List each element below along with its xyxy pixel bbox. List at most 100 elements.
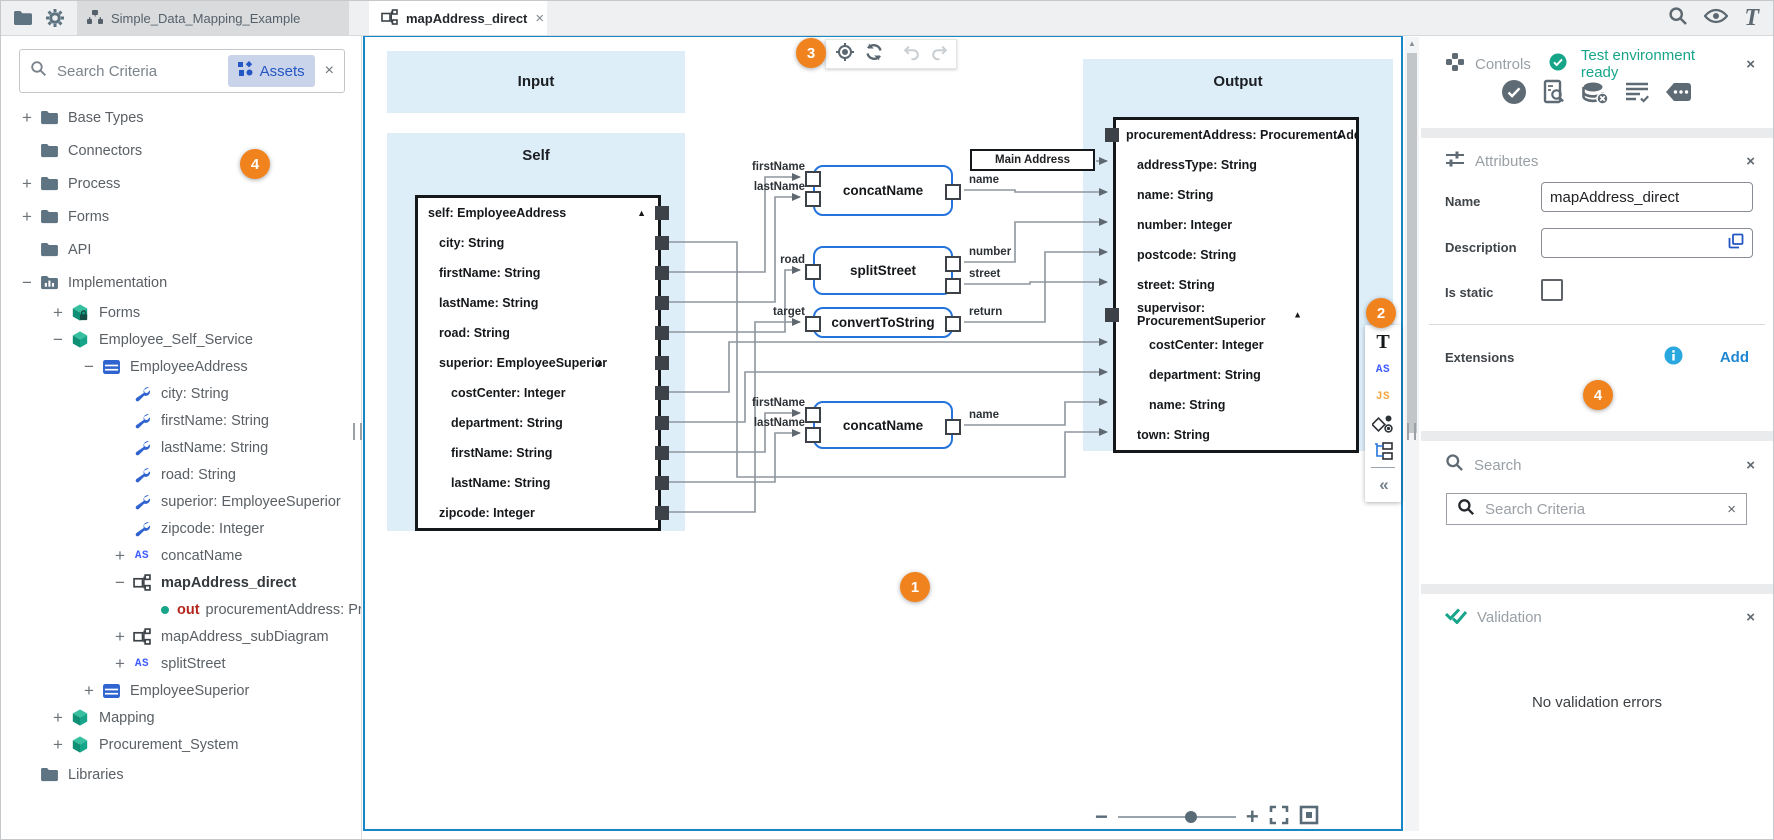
tree-item[interactable]: road: String [1, 461, 361, 488]
undo-icon[interactable] [902, 43, 921, 66]
main-address-constant[interactable]: Main Address [970, 149, 1095, 171]
refresh-icon[interactable] [864, 42, 884, 67]
brand-logo-icon[interactable]: T [1744, 5, 1759, 31]
description-input[interactable] [1541, 228, 1753, 258]
plus-expander-icon[interactable]: + [22, 173, 32, 193]
output-port[interactable] [945, 316, 961, 332]
clear-data-icon[interactable] [1581, 79, 1609, 110]
run-check-icon[interactable] [1501, 79, 1527, 110]
add-extension-button[interactable]: Add [1719, 349, 1749, 366]
output-field-row[interactable]: name: String [1116, 390, 1356, 420]
scrollbar-thumb[interactable] [1407, 53, 1417, 433]
sidebar-resize-grip[interactable] [353, 423, 362, 440]
self-field-row[interactable]: road: String [418, 318, 669, 348]
close-attributes-icon[interactable]: × [1746, 153, 1755, 170]
self-field-row[interactable]: zipcode: Integer [418, 498, 669, 528]
transform-node-convertToString[interactable]: convertToString [805, 307, 961, 338]
output-field-row[interactable]: name: String [1116, 180, 1356, 210]
transform-node-splitStreet[interactable]: splitStreet [805, 246, 961, 295]
tree-item[interactable]: +Base Types [1, 101, 361, 134]
connection-port[interactable] [655, 416, 669, 430]
subdiagram-tool[interactable] [1365, 437, 1401, 464]
collapse-palette-icon[interactable]: « [1379, 474, 1389, 494]
canvas-scrollbar[interactable]: ▲ [1405, 37, 1419, 831]
tree-item[interactable]: zipcode: Integer [1, 515, 361, 542]
plus-expander-icon[interactable]: + [115, 653, 125, 673]
scroll-up-icon[interactable]: ▲ [1408, 39, 1416, 48]
output-field-row[interactable]: number: Integer [1116, 210, 1356, 240]
tree-item[interactable]: superior: EmployeeSuperior [1, 488, 361, 515]
close-validation-icon[interactable]: × [1746, 609, 1755, 626]
tree-item[interactable]: −mapAddress_direct [1, 569, 361, 596]
tree-item[interactable]: +Mapping [1, 704, 361, 731]
assets-filter-chip[interactable]: Assets [227, 55, 315, 87]
tree-item[interactable]: city: String [1, 380, 361, 407]
plus-expander-icon[interactable]: + [22, 107, 32, 127]
input-port[interactable] [805, 264, 821, 280]
input-port[interactable] [805, 427, 821, 443]
zoom-slider-knob[interactable] [1185, 811, 1198, 823]
output-port[interactable] [945, 278, 961, 294]
plus-expander-icon[interactable]: + [84, 680, 94, 700]
tree-item[interactable]: Connectors [1, 134, 361, 167]
javascript-tool[interactable]: JS [1375, 390, 1391, 403]
search-icon[interactable] [1668, 6, 1688, 31]
log-list-icon[interactable] [1624, 79, 1650, 110]
zoom-in-icon[interactable]: + [1245, 804, 1259, 829]
document-tab[interactable]: mapAddress_direct × [369, 1, 547, 35]
close-search-icon[interactable]: × [1746, 456, 1755, 474]
connection-port[interactable] [655, 266, 669, 280]
transform-node-concatName[interactable]: concatName [805, 401, 961, 449]
zoom-slider[interactable] [1117, 811, 1236, 823]
connection-port[interactable] [655, 446, 669, 460]
tree-item[interactable]: +Forms [1, 200, 361, 233]
assignment-tool[interactable]: AS [1375, 363, 1391, 376]
eye-icon[interactable] [1703, 7, 1729, 30]
output-field-row[interactable]: street: String [1116, 270, 1356, 300]
minus-expander-icon[interactable]: − [53, 329, 63, 349]
tree-item[interactable]: +Process [1, 167, 361, 200]
panel-search-input[interactable]: Search Criteria × [1446, 493, 1747, 525]
connection-port[interactable] [655, 476, 669, 490]
fit-view-icon[interactable] [1299, 805, 1319, 830]
connection-port[interactable] [655, 206, 669, 220]
condition-tool[interactable] [1365, 410, 1401, 437]
plus-expander-icon[interactable]: + [115, 545, 125, 565]
self-field-row[interactable]: lastName: String [418, 288, 669, 318]
connection-port[interactable] [1105, 128, 1119, 142]
output-field-box[interactable]: procurementAddress: ProcurementAddress▲a… [1105, 117, 1359, 453]
transform-node-concatName[interactable]: concatName [805, 165, 961, 216]
input-port[interactable] [805, 407, 821, 423]
panel-resize-grip[interactable] [1407, 423, 1416, 440]
output-port[interactable] [945, 184, 961, 200]
output-field-row[interactable]: department: String [1116, 360, 1356, 390]
tree-item[interactable]: lastName: String [1, 434, 361, 461]
output-field-row[interactable]: costCenter: Integer [1116, 330, 1356, 360]
output-field-row[interactable]: addressType: String [1116, 150, 1356, 180]
output-field-row[interactable]: postcode: String [1116, 240, 1356, 270]
tags-icon[interactable] [1665, 81, 1693, 108]
output-port[interactable] [945, 256, 961, 272]
input-port[interactable] [805, 316, 821, 332]
close-controls-icon[interactable]: × [1746, 55, 1755, 73]
settings-gear-icon[interactable] [45, 8, 65, 28]
connection-port[interactable] [655, 356, 669, 370]
output-field-row[interactable]: town: String [1116, 420, 1356, 450]
connection-port[interactable] [655, 506, 669, 520]
is-static-checkbox[interactable] [1541, 279, 1563, 301]
connection-port[interactable] [1105, 308, 1119, 322]
input-port[interactable] [805, 191, 821, 207]
fullscreen-icon[interactable] [1269, 805, 1289, 830]
plus-expander-icon[interactable]: + [53, 302, 63, 322]
connection-port[interactable] [655, 296, 669, 310]
tree-item[interactable]: Libraries [1, 758, 361, 791]
self-field-row[interactable]: firstName: String [418, 258, 669, 288]
tree-item[interactable]: +Forms [1, 299, 361, 326]
self-field-row[interactable]: department: String [418, 408, 669, 438]
tree-item[interactable]: −EmployeeAddress [1, 353, 361, 380]
name-input[interactable]: mapAddress_direct [1541, 182, 1753, 212]
